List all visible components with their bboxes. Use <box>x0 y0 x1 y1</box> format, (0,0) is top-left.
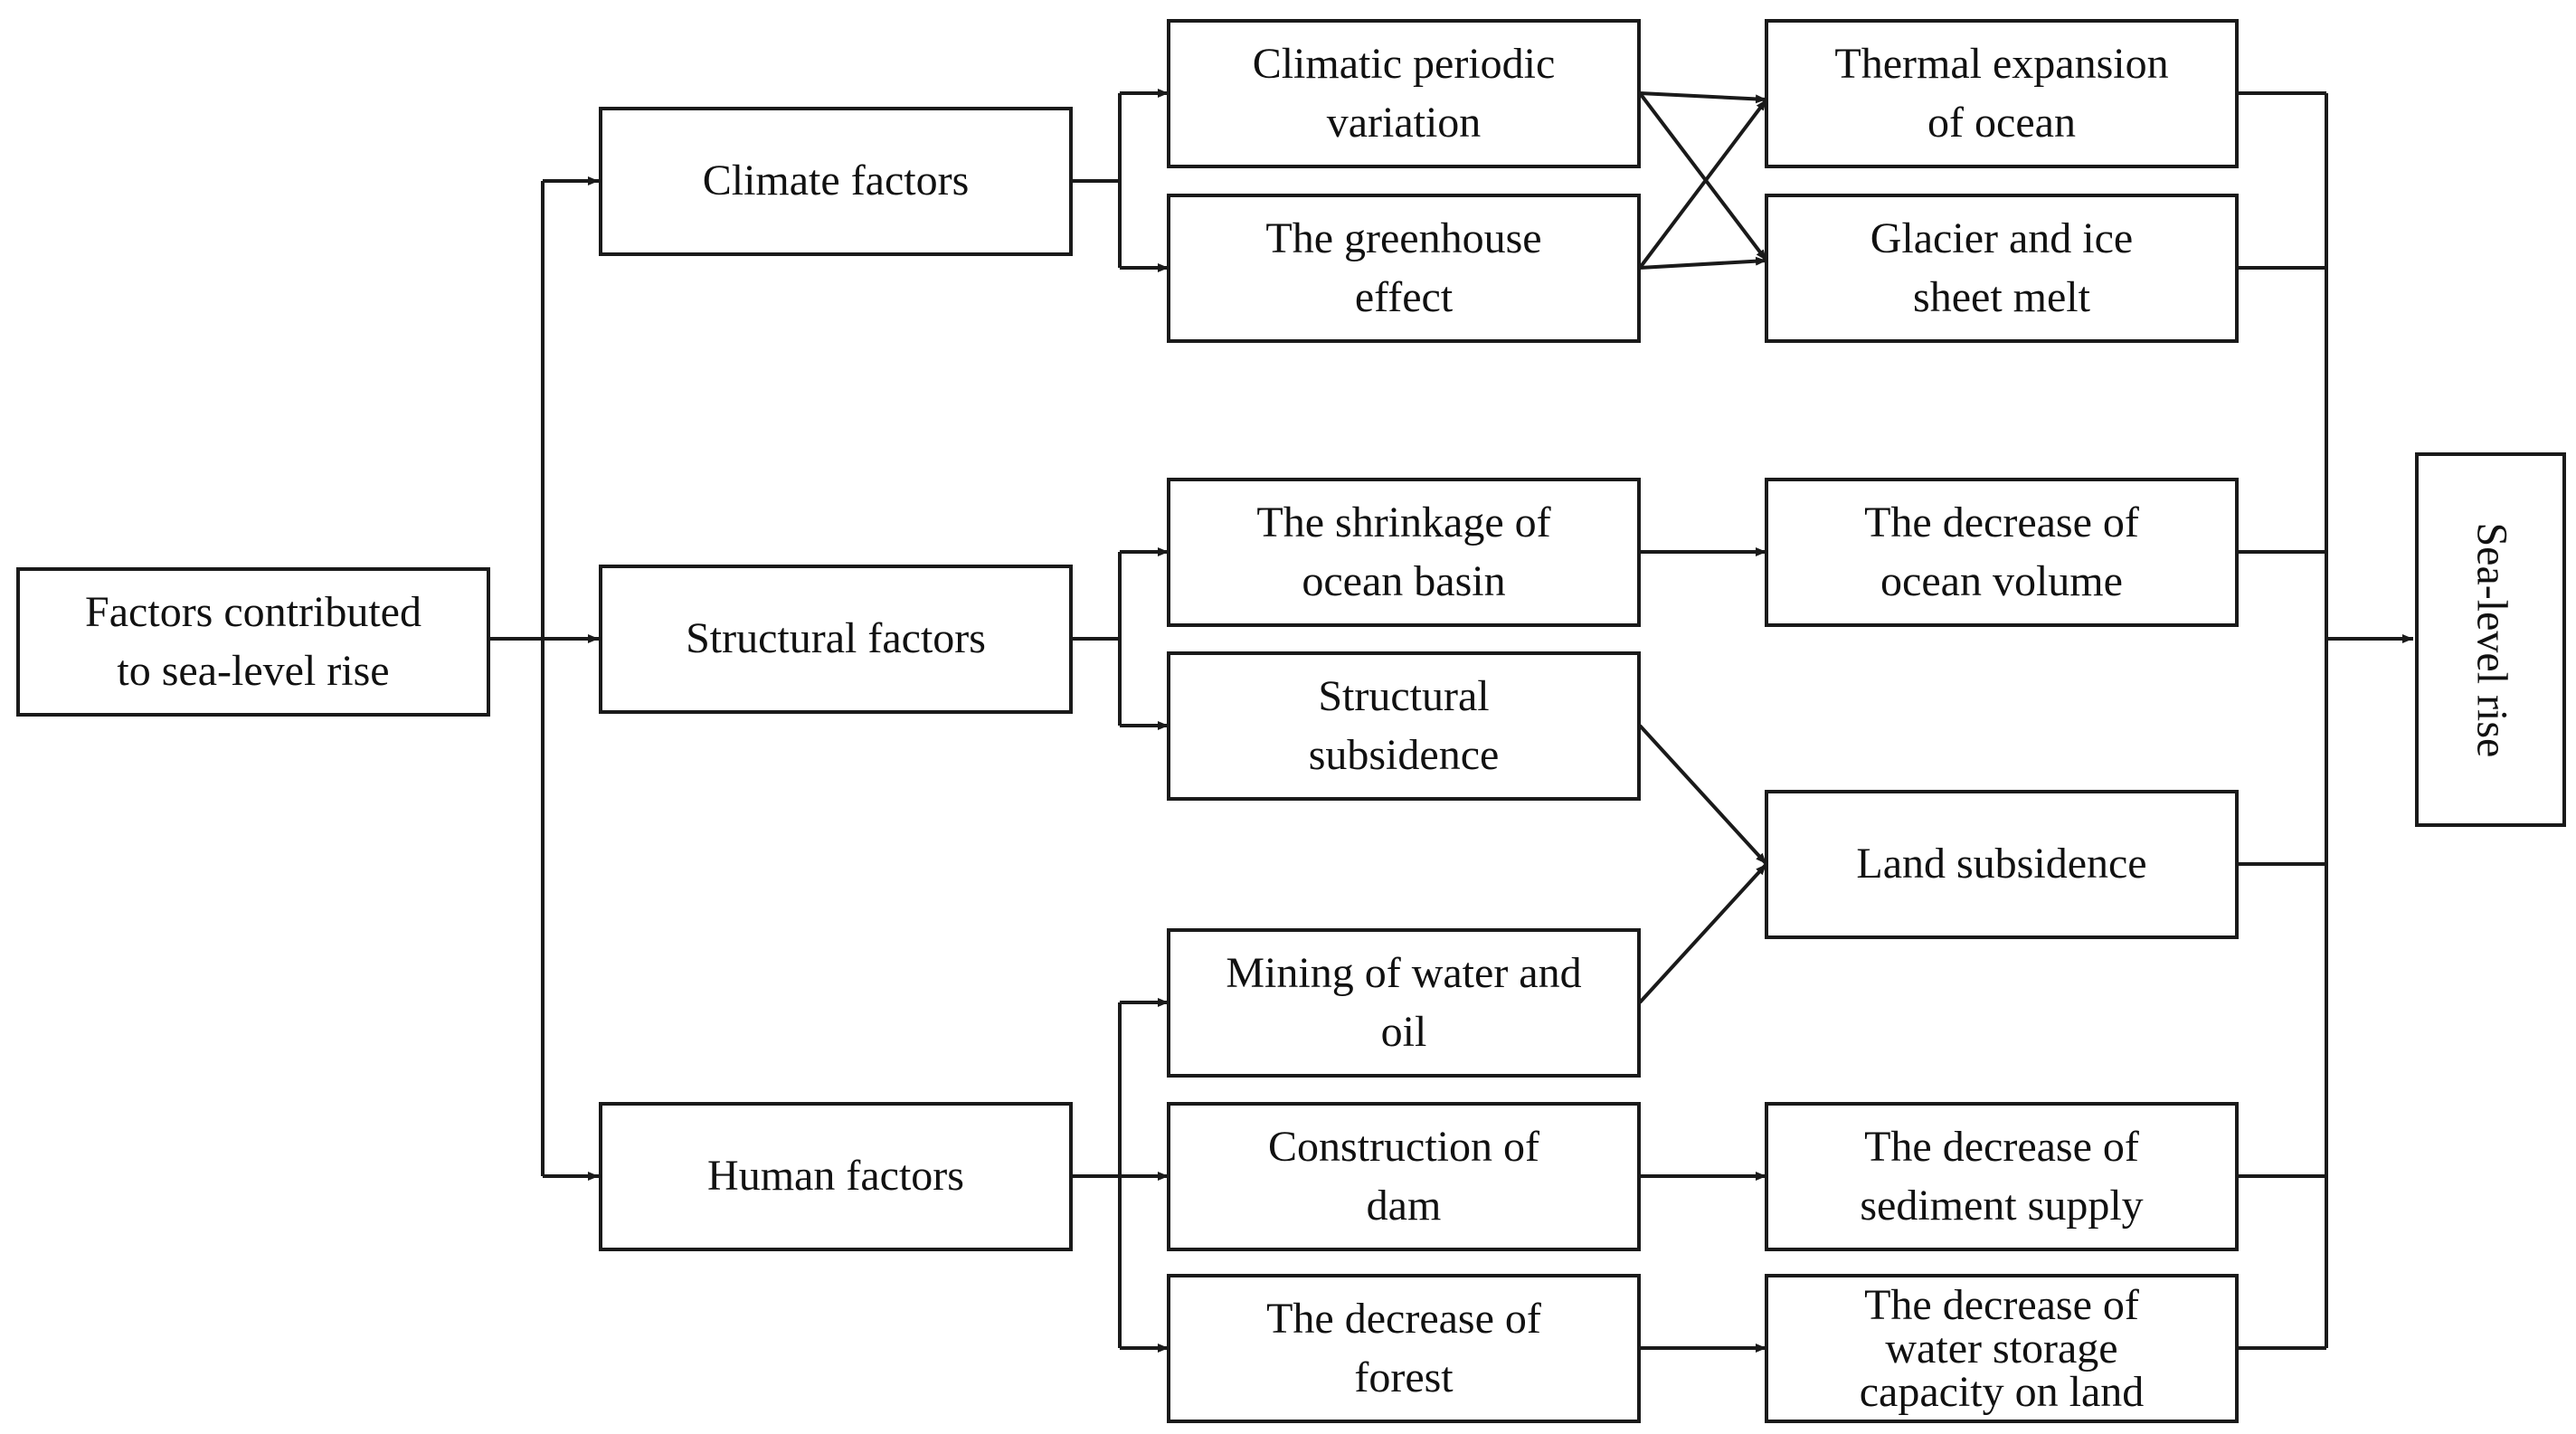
node-decrease-ocean-volume: The decrease of ocean volume <box>1765 478 2239 627</box>
node-label-line: Factors contributed <box>85 587 421 636</box>
node-label-line: capacity on land <box>1859 1367 2145 1416</box>
node-thermal-expansion: Thermal expansion of ocean <box>1765 19 2239 168</box>
node-label-line: variation <box>1326 98 1482 147</box>
node-climate-factors: Climate factors <box>599 107 1073 256</box>
node-label-line: Structural <box>1318 671 1490 720</box>
node-label-line: The greenhouse <box>1265 214 1542 262</box>
arrow-greenhouse-to-glacier <box>1639 256 1767 270</box>
node-glacier-ice-sheet-melt: Glacier and ice sheet melt <box>1765 194 2239 343</box>
node-label-line: Climate factors <box>702 157 970 205</box>
node-label-line: Climatic periodic <box>1252 39 1556 88</box>
node-label-line: water storage <box>1885 1324 2118 1372</box>
node-label-line: subsidence <box>1308 730 1500 779</box>
node-label-line: The decrease of <box>1266 1294 1541 1343</box>
node-label-line: Land subsidence <box>1856 840 2147 888</box>
node-label-line: The shrinkage of <box>1256 498 1551 546</box>
node-label-line: Construction of <box>1268 1122 1539 1171</box>
node-label-line: sheet melt <box>1913 272 2090 321</box>
node-climatic-periodic-variation: Climatic periodic variation <box>1167 19 1641 168</box>
node-label-line: oil <box>1380 1007 1427 1056</box>
arrow-greenhouse-to-thermal <box>1638 98 1768 270</box>
node-construction-of-dam: Construction of dam <box>1167 1102 1641 1251</box>
node-decrease-of-forest: The decrease of forest <box>1167 1274 1641 1423</box>
node-label-line: effect <box>1354 272 1454 321</box>
node-shrinkage-ocean-basin: The shrinkage of ocean basin <box>1167 478 1641 627</box>
arrow-mining-to-land <box>1638 862 1768 1004</box>
node-factors-contributed: Factors contributed to sea-level rise <box>16 567 490 717</box>
arrow-periodic-to-glacier <box>1638 91 1768 262</box>
node-label-line: The decrease of <box>1864 1280 2139 1329</box>
node-sea-level-rise: Sea-level rise <box>2415 452 2566 827</box>
node-label-line: The decrease of <box>1864 1122 2139 1171</box>
node-decrease-sediment-supply: The decrease of sediment supply <box>1765 1102 2239 1251</box>
node-label-line: The decrease of <box>1864 498 2139 546</box>
node-label-line: sediment supply <box>1860 1181 2144 1230</box>
node-land-subsidence: Land subsidence <box>1765 790 2239 939</box>
node-label-line: Structural factors <box>686 614 986 663</box>
node-structural-factors: Structural factors <box>599 565 1073 714</box>
node-structural-subsidence: Structural subsidence <box>1167 651 1641 801</box>
arrow-subsidence-to-land <box>1638 724 1768 866</box>
node-label-line: forest <box>1354 1353 1454 1401</box>
node-decrease-water-storage: The decrease of water storage capacity o… <box>1765 1274 2239 1423</box>
node-human-factors: Human factors <box>599 1102 1073 1251</box>
node-label-line: of ocean <box>1927 98 2076 147</box>
node-label-line: dam <box>1366 1181 1442 1230</box>
node-label-line: Glacier and ice <box>1870 214 2134 262</box>
node-mining-water-oil: Mining of water and oil <box>1167 928 1641 1078</box>
node-label-line: ocean basin <box>1302 556 1506 605</box>
arrow-periodic-to-thermal <box>1639 91 1767 104</box>
node-label-line: Human factors <box>707 1152 964 1201</box>
node-greenhouse-effect: The greenhouse effect <box>1167 194 1641 343</box>
node-label-line: to sea-level rise <box>117 646 390 695</box>
node-label-line: Thermal expansion <box>1834 39 2169 88</box>
node-label-vertical: Sea-level rise <box>2467 522 2515 757</box>
node-label-line: Mining of water and <box>1226 948 1582 997</box>
node-label-line: ocean volume <box>1880 556 2123 605</box>
